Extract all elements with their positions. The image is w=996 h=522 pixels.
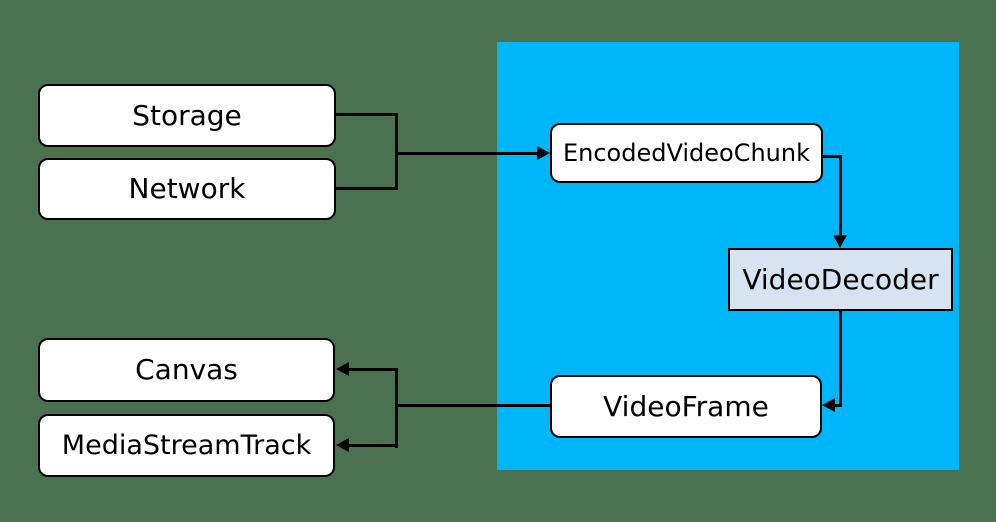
edge-decoder-to-frame: [839, 311, 842, 405]
arrowhead-to-canvas-icon: [336, 362, 349, 376]
node-storage: Storage: [38, 84, 336, 147]
edge-chunk-to-decoder: [839, 155, 842, 237]
node-video-decoder: VideoDecoder: [728, 248, 953, 311]
node-media-stream-track: MediaStreamTrack: [38, 414, 335, 477]
edge-to-canvas: [348, 368, 398, 371]
node-video-decoder-label: VideoDecoder: [742, 262, 939, 296]
node-canvas-label: Canvas: [135, 353, 238, 386]
edge-decoder-out-horizontal: [834, 404, 842, 407]
node-video-frame: VideoFrame: [550, 375, 822, 438]
edge-sources-to-chunk: [395, 152, 539, 155]
edge-frame-out: [397, 404, 550, 407]
node-network: Network: [38, 158, 336, 220]
node-network-label: Network: [128, 172, 246, 205]
node-media-stream-track-label: MediaStreamTrack: [61, 430, 312, 461]
node-encoded-video-chunk: EncodedVideoChunk: [550, 123, 823, 183]
node-encoded-video-chunk-label: EncodedVideoChunk: [562, 139, 811, 167]
node-storage-label: Storage: [132, 98, 242, 132]
arrowhead-to-encodedvideochunk-icon: [537, 146, 550, 160]
edge-network-out: [336, 187, 398, 190]
arrowhead-to-mediastreamtrack-icon: [336, 438, 349, 452]
edge-sinks-join: [395, 368, 398, 448]
arrowhead-to-videoframe-icon: [822, 398, 835, 412]
edge-sources-join: [395, 113, 398, 190]
edge-storage-out: [336, 113, 398, 116]
node-video-frame-label: VideoFrame: [603, 389, 769, 423]
edge-to-mediastreamtrack: [348, 444, 398, 447]
arrowhead-to-videodecoder-icon: [833, 235, 847, 248]
edge-chunk-out-horizontal: [822, 155, 842, 158]
node-canvas: Canvas: [38, 338, 335, 402]
